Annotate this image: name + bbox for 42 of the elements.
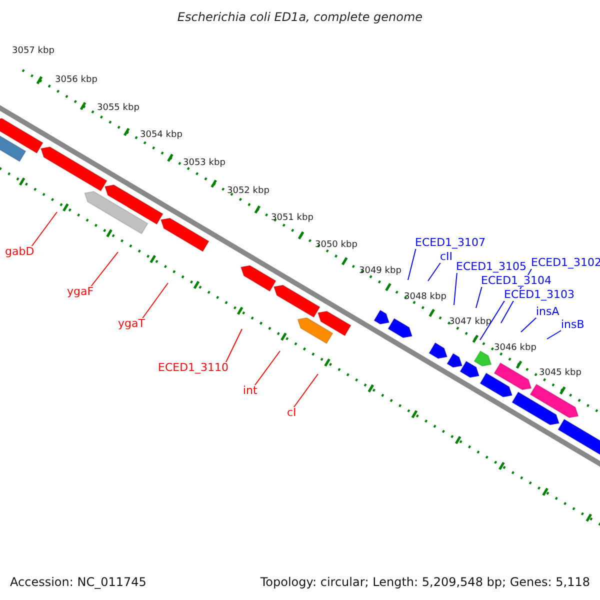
leader-line <box>546 330 562 340</box>
gene-label: insA <box>536 306 560 318</box>
leader-line <box>225 328 242 364</box>
gene-label: cII <box>440 251 453 263</box>
gene-label: ygaF <box>67 286 94 298</box>
leader-line <box>408 248 416 280</box>
leader-line <box>254 350 280 386</box>
scale-label: 3054 kbp <box>140 129 182 141</box>
scale-label: 3046 kbp <box>494 342 536 354</box>
scale-label: 3055 kbp <box>97 102 140 114</box>
leader-line <box>292 374 318 408</box>
gene-label: ygaT <box>118 318 145 330</box>
leader-line <box>141 282 168 320</box>
gene-label: ECED1_3110 <box>158 362 229 374</box>
gene-label: insB <box>561 319 584 331</box>
scale-label: 3045 kbp <box>539 367 582 379</box>
gene-label: ECED1_3104 <box>481 275 552 287</box>
scale-label: 3053 kbp <box>183 157 226 169</box>
leader-line <box>90 252 118 288</box>
gene-label: gabD <box>5 246 34 258</box>
title: Escherichia coli ED1a, complete genome <box>176 10 424 24</box>
scale-label: 3057 kbp <box>12 45 54 57</box>
leader-line <box>454 272 458 306</box>
gene-label: int <box>243 385 258 397</box>
accession-text: Accession: NC_011745 <box>10 575 146 589</box>
leader-line <box>30 212 58 248</box>
scale-label: 3056 kbp <box>55 74 98 86</box>
leader-line <box>428 262 442 282</box>
scale-label: 3047 kbp <box>449 316 492 328</box>
scale-label: 3051 kbp <box>271 212 314 224</box>
gene-label: ECED1_3105 <box>456 261 527 273</box>
gene-label: ECED1_3107 <box>415 237 486 249</box>
scale-label: 3050 kbp <box>315 239 358 251</box>
leader-line <box>480 300 506 340</box>
scale-label: 3049 kbp <box>359 265 402 277</box>
scale-label: 3048 kbp <box>404 291 446 303</box>
leader-line <box>476 286 482 308</box>
scale-label: 3052 kbp <box>227 185 270 197</box>
gene-label: cI <box>287 407 296 419</box>
genome-info-text: Topology: circular; Length: 5,209,548 bp; Genes: 5,118 <box>260 575 590 589</box>
leader-line <box>520 316 538 332</box>
gene-label: ECED1_3103 <box>504 289 575 301</box>
